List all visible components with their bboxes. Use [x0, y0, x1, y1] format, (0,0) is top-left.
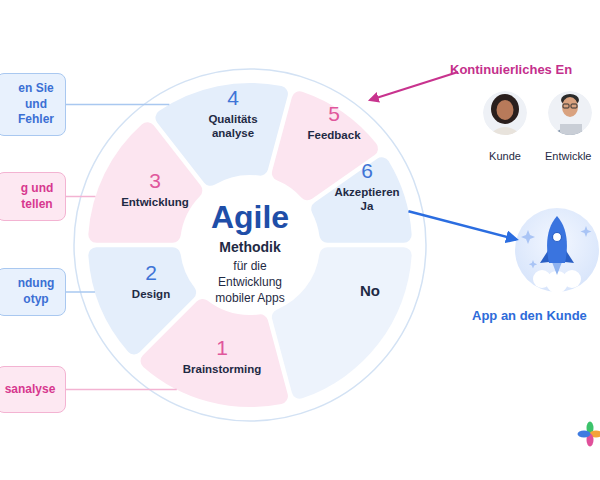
rocket-caption: App an den Kunde — [472, 308, 587, 323]
box-text: g und tellen — [14, 181, 60, 212]
outer-ring — [74, 69, 426, 421]
note-label: Entwickle — [545, 150, 591, 162]
process-box: sanalyse — [0, 366, 66, 413]
step-number: 1 — [216, 337, 228, 358]
center-circle: AgileMethodik für die Entwicklung mobiler… — [184, 179, 316, 311]
center-subtitle: Methodik — [219, 239, 280, 255]
leader-line — [66, 291, 95, 293]
step-label: Design — [121, 287, 181, 301]
cycle-segment: No — [268, 245, 413, 403]
box-text: ndung otyp — [12, 276, 60, 307]
developer-avatar — [548, 91, 592, 137]
rocket-circle: App an den Kunde — [515, 208, 599, 292]
center-title: Agile — [211, 201, 289, 233]
process-box: en Sie und Fehler — [0, 73, 66, 136]
step-label: Brainstorming — [177, 362, 267, 376]
box-text: en Sie und Fehler — [12, 81, 60, 128]
step-label: No — [340, 282, 400, 299]
leader-line — [66, 104, 169, 106]
segment-fill — [88, 122, 202, 243]
cycle-segment: 6Akzeptieren Ja — [307, 152, 413, 246]
brand-logo — [578, 422, 600, 447]
step-number: 4 — [227, 87, 239, 108]
step-label: Entwicklung — [115, 195, 195, 209]
rocket-icon — [521, 216, 592, 293]
process-box: g und tellen — [0, 172, 66, 221]
leader-line — [66, 389, 177, 391]
customer-avatar — [483, 91, 527, 137]
feedback-arrow — [370, 72, 458, 100]
note-label: Kontinuierliches En — [450, 62, 572, 77]
step-number: 3 — [149, 170, 161, 191]
segment-fill — [141, 299, 288, 407]
cycle-segment: 1Brainstorming — [135, 294, 293, 408]
process-box: ndung otyp — [0, 268, 66, 316]
segment-fill — [272, 247, 412, 399]
step-number: 2 — [145, 262, 157, 283]
leader-line — [66, 196, 95, 198]
step-label: Qualitäts analyse — [202, 112, 264, 141]
segment-shape — [268, 245, 413, 403]
flow-arrow — [408, 211, 516, 239]
rocket-shape — [515, 208, 599, 292]
step-number: 6 — [361, 160, 373, 181]
center-text: für die Entwicklung mobiler Apps — [208, 258, 292, 307]
step-label: Feedback — [299, 128, 369, 142]
segment-shape — [307, 152, 413, 246]
box-text: sanalyse — [0, 382, 60, 398]
step-number: 5 — [328, 103, 340, 124]
note-label: Kunde — [489, 150, 521, 162]
segment-fill — [311, 157, 411, 243]
center-fill — [184, 179, 316, 311]
step-label: Akzeptieren Ja — [331, 185, 403, 214]
segment-shape — [135, 294, 293, 408]
rocket-fill — [515, 208, 599, 292]
